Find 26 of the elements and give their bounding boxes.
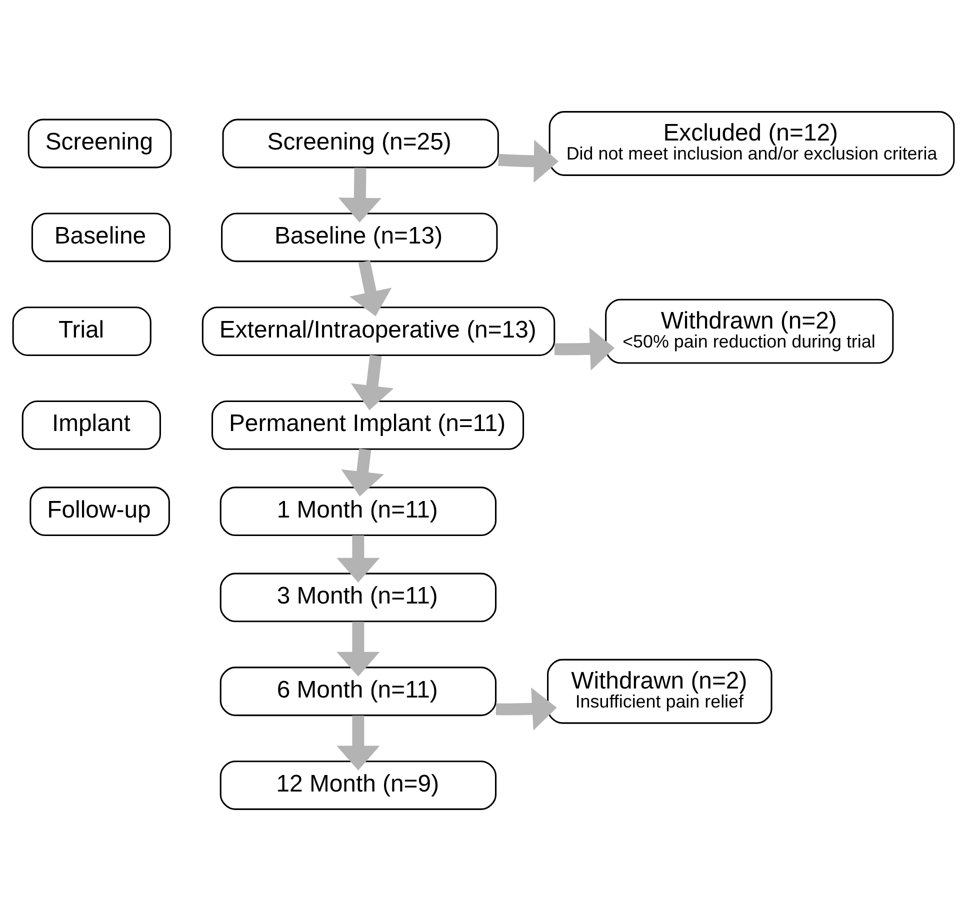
node-box: 12 Month (n=9) xyxy=(220,760,497,810)
node-box: Follow-up xyxy=(30,486,170,536)
arrow xyxy=(554,327,615,370)
arrow xyxy=(341,448,384,496)
arrow xyxy=(349,260,392,316)
node-box: Permanent Implant (n=11) xyxy=(211,400,524,450)
arrow xyxy=(498,140,559,183)
node-box: 1 Month (n=11) xyxy=(220,486,497,536)
arrow xyxy=(336,622,380,676)
node-box: Baseline xyxy=(31,212,171,262)
node-box: Withdrawn (n=2) Insufficient pain relief xyxy=(547,658,772,724)
node-box: 3 Month (n=11) xyxy=(220,572,497,622)
node-box: Withdrawn (n=2) <50% pain reduction during trial xyxy=(605,298,894,364)
node-box: 6 Month (n=11) xyxy=(220,666,497,716)
arrow xyxy=(336,716,380,770)
node-box: Screening (n=25) xyxy=(222,118,499,168)
node-box: Excluded (n=12) Did not meet inclusion and/or exclusion criteria xyxy=(548,111,955,176)
arrow xyxy=(350,354,394,410)
node-box: Screening xyxy=(28,118,172,168)
node-box: Trial xyxy=(12,306,152,356)
arrow xyxy=(496,687,557,730)
node-box: Baseline (n=13) xyxy=(221,212,498,262)
arrow xyxy=(338,168,382,223)
node-box: Implant xyxy=(22,400,161,450)
arrow xyxy=(336,535,380,583)
node-box: External/Intraoperative (n=13) xyxy=(202,306,556,356)
